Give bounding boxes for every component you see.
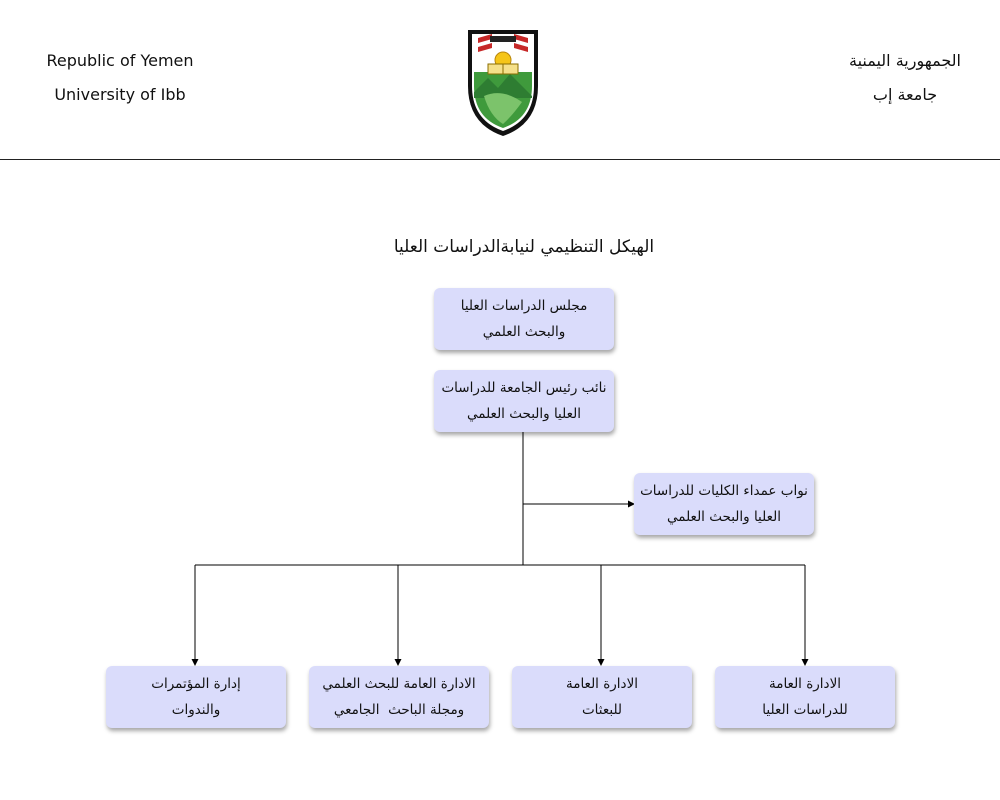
node-deans-deputies-line2: العليا والبحث العلمي (667, 509, 781, 525)
node-postgraduate-admin-line1: الادارة العامة (768, 676, 842, 692)
university-emblem-icon (462, 26, 544, 140)
node-postgraduate-admin: الادارة العامة للدراسات العليا (715, 666, 895, 728)
node-council-line1: مجلس الدراسات العليا (460, 298, 588, 314)
node-research-admin: الادارة العامة للبحث العلمي ومجلة الباحث… (309, 666, 489, 728)
node-research-admin-line2: ومجلة الباحث الجامعي (333, 702, 465, 718)
chart-title: الهيكل التنظيمي لنيابةالدراسات العليا (393, 237, 655, 257)
header-country-en: Republic of Yemen (46, 51, 194, 70)
header-university-ar: جامعة إب (872, 85, 938, 104)
node-conferences-admin-line2: والندوات (171, 702, 221, 718)
node-vice-president: نائب رئيس الجامعة للدراسات العليا والبحث… (434, 370, 614, 432)
node-conferences-admin: إدارة المؤتمرات والندوات (106, 666, 286, 728)
node-research-admin-line1: الادارة العامة للبحث العلمي (322, 676, 476, 692)
node-conferences-admin-line1: إدارة المؤتمرات (151, 676, 241, 692)
node-postgraduate-admin-line2: للدراسات العليا (762, 702, 848, 718)
node-scholarships-admin-line2: للبعثات (581, 702, 623, 718)
header-arabic: الجمهورية اليمنية جامعة إب (785, 44, 1000, 112)
node-deans-deputies: نواب عمداء الكليات للدراسات العليا والبح… (634, 473, 814, 535)
header-divider (0, 159, 1000, 160)
node-scholarships-admin: الادارة العامة للبعثات (512, 666, 692, 728)
header-country-ar: الجمهورية اليمنية (848, 51, 961, 70)
header-english: Republic of Yemen University of Ibb (0, 44, 240, 112)
node-deans-deputies-line1: نواب عمداء الكليات للدراسات (640, 483, 808, 499)
header-university-en: University of Ibb (54, 85, 186, 104)
node-vice-president-line1: نائب رئيس الجامعة للدراسات (441, 380, 607, 396)
node-council: مجلس الدراسات العليا والبحث العلمي (434, 288, 614, 350)
node-scholarships-admin-line1: الادارة العامة (565, 676, 639, 692)
node-council-line2: والبحث العلمي (482, 324, 566, 340)
node-vice-president-line2: العليا والبحث العلمي (467, 406, 581, 422)
